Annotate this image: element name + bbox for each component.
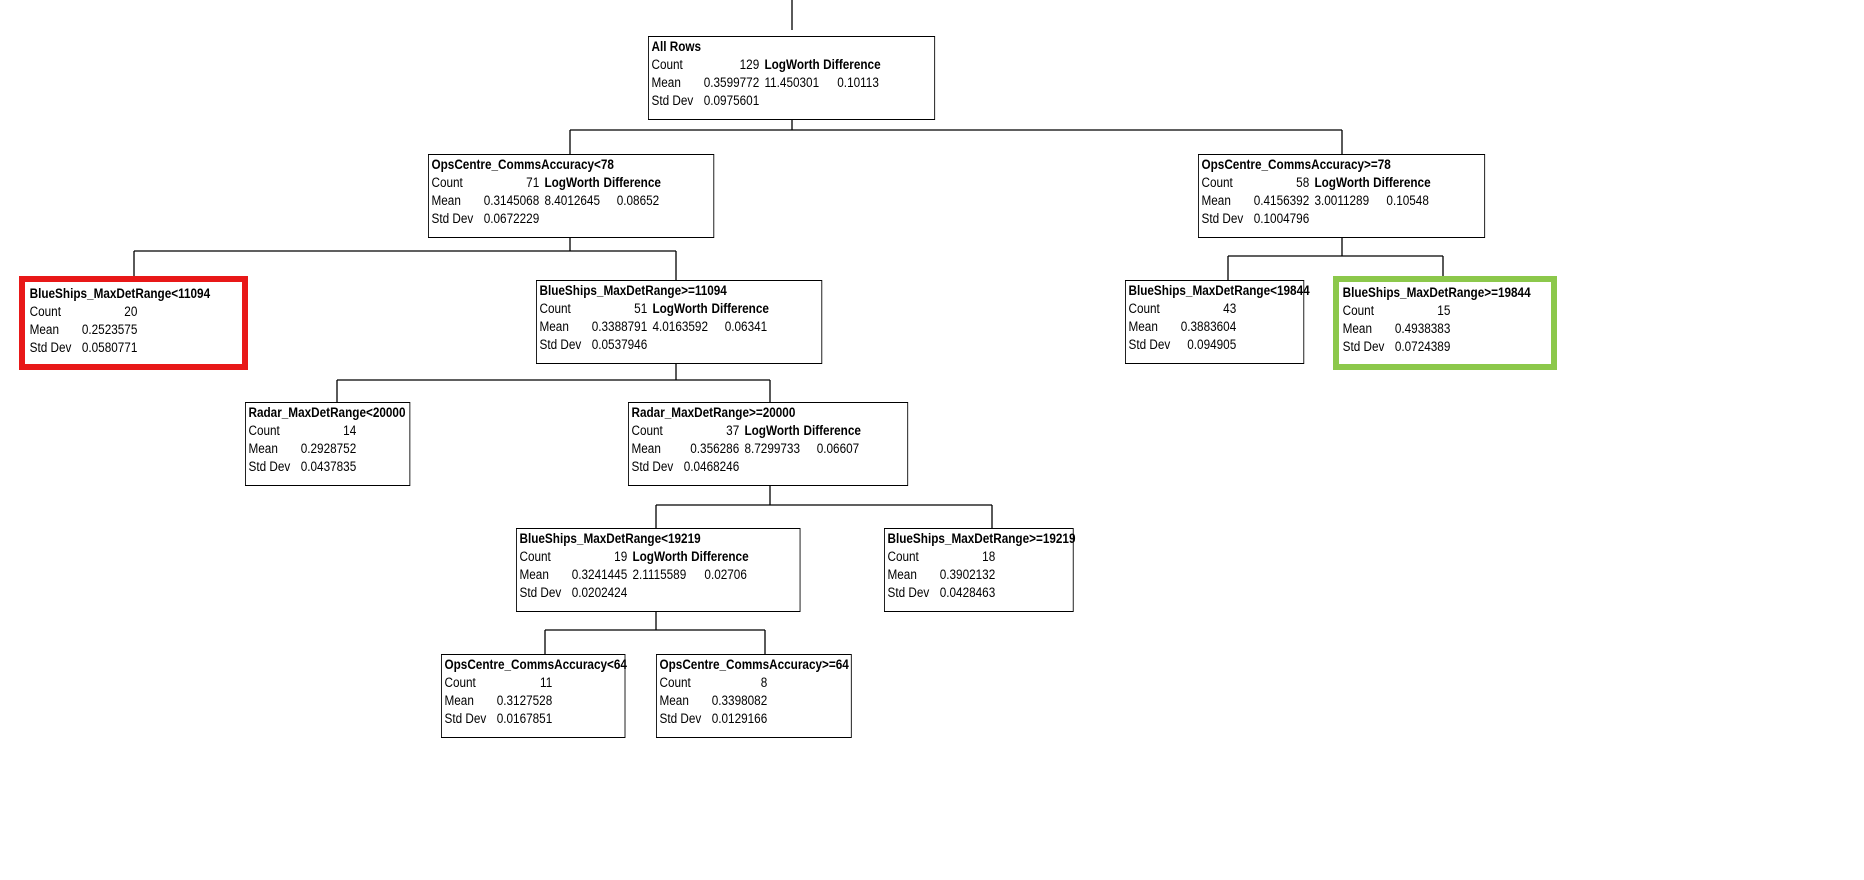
node-title: BlueShips_MaxDetRange>=19844: [1342, 285, 1531, 300]
node-title: BlueShips_MaxDetRange<11094: [29, 286, 211, 301]
node-title: OpsCentre_CommsAccuracy<78: [431, 157, 614, 172]
node-title: BlueShips_MaxDetRange<19219: [519, 531, 701, 546]
node-title: OpsCentre_CommsAccuracy>=64: [659, 657, 849, 672]
node-title: BlueShips_MaxDetRange<19844: [1128, 283, 1310, 298]
node-title: BlueShips_MaxDetRange>=19219: [887, 531, 1076, 546]
node-title: OpsCentre_CommsAccuracy>=78: [1201, 157, 1391, 172]
highlight-green-frame: [1333, 276, 1557, 370]
node-title: All Rows: [651, 39, 702, 54]
node-title: BlueShips_MaxDetRange>=11094: [539, 283, 727, 298]
highlight-red-frame: [19, 276, 248, 370]
node-title: OpsCentre_CommsAccuracy<64: [444, 657, 627, 672]
node-title: Radar_MaxDetRange<20000: [248, 405, 406, 420]
node-title: Radar_MaxDetRange>=20000: [631, 405, 796, 420]
